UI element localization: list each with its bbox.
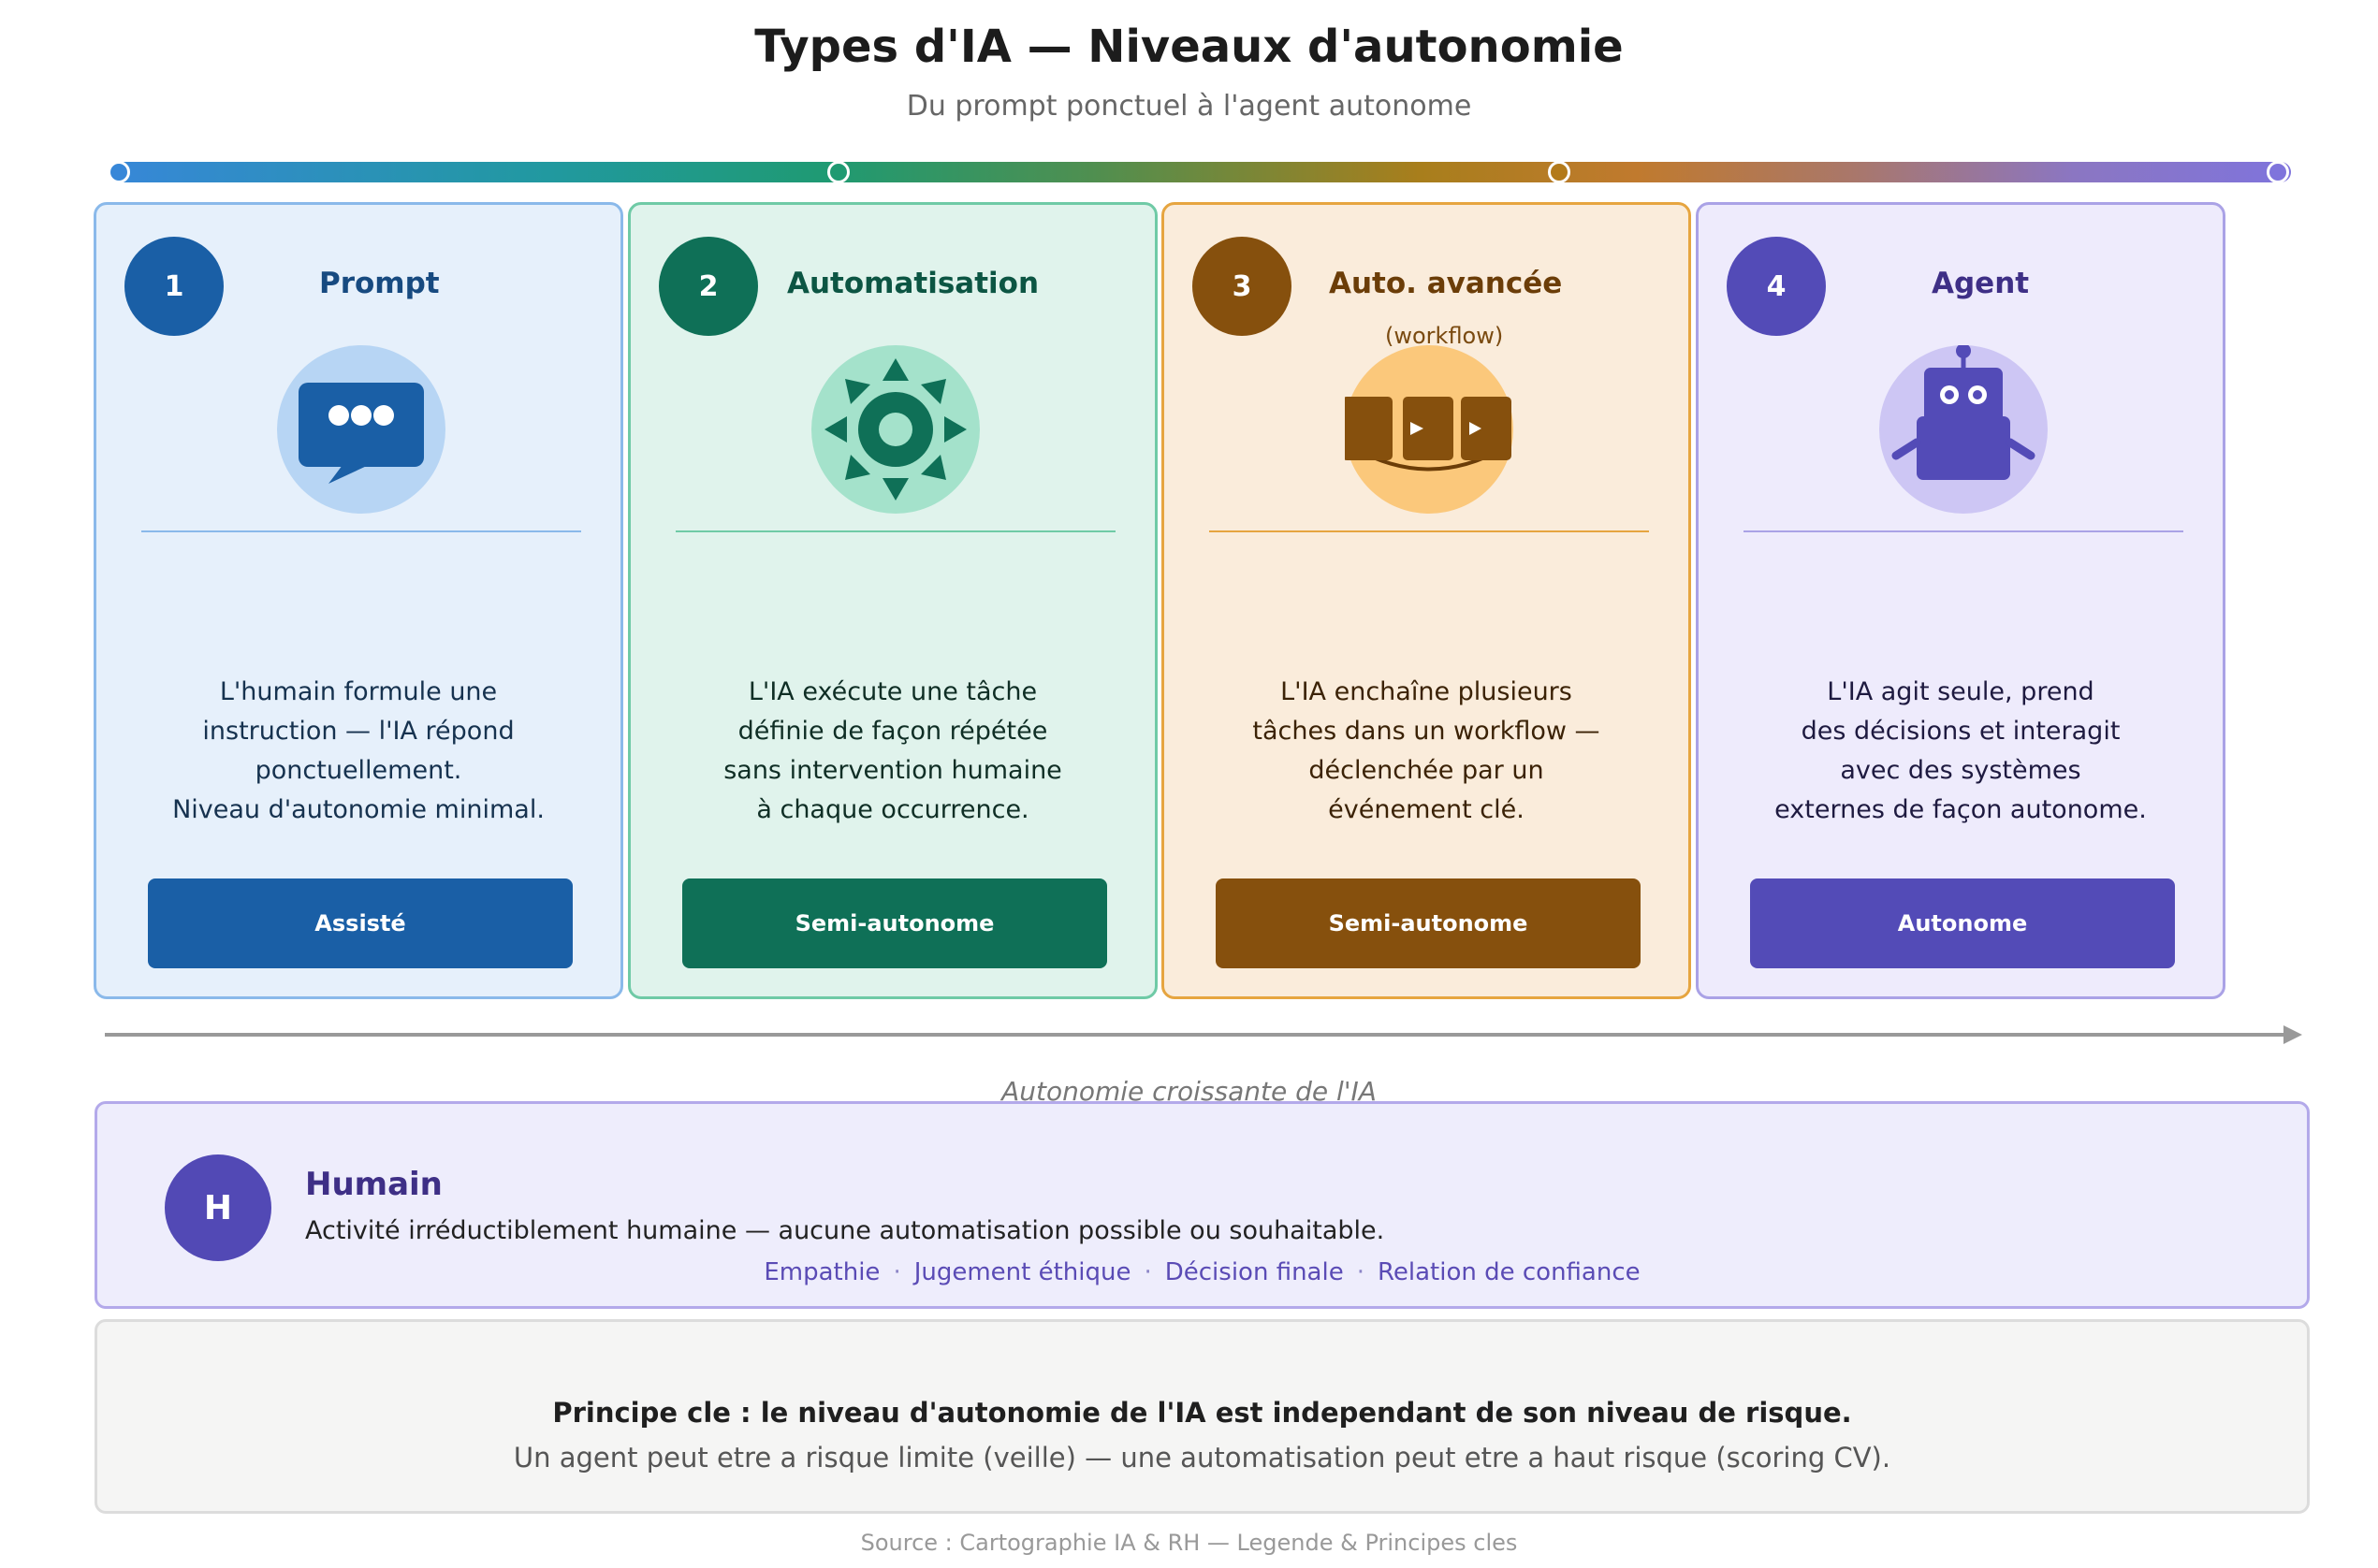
card-divider bbox=[676, 530, 1116, 532]
keyword: Jugement éthique bbox=[913, 1258, 1131, 1286]
card-divider bbox=[141, 530, 581, 532]
desc-line: L'IA agit seule, prend bbox=[1827, 677, 2094, 706]
card-title: Auto. avancée bbox=[1329, 267, 1563, 300]
human-panel: H Humain Activité irréductiblement humai… bbox=[95, 1101, 2310, 1309]
card-agent: 4 Agent L'IA agit seule, prend des décis… bbox=[1696, 202, 2225, 999]
keyword-separator: · bbox=[1356, 1258, 1364, 1286]
desc-line: à chaque occurrence. bbox=[756, 795, 1029, 824]
timeline-dot-1 bbox=[108, 161, 130, 183]
human-description: Activité irréductiblement humaine — aucu… bbox=[305, 1216, 1385, 1245]
card-number-badge: 4 bbox=[1727, 237, 1826, 336]
principle-example: Un agent peut etre a risque limite (veil… bbox=[513, 1442, 1891, 1474]
card-number-badge: 2 bbox=[659, 237, 758, 336]
page-subtitle: Du prompt ponctuel à l'agent autonome bbox=[906, 90, 1472, 123]
human-keywords: Empathie · Jugement éthique · Décision final… bbox=[97, 1258, 2307, 1286]
desc-line: instruction — l'IA répond bbox=[202, 717, 515, 746]
principle-panel: Principe cle : le niveau d'autonomie de … bbox=[95, 1319, 2310, 1514]
card-automatisation: 2 Automatisation L'IA exécute une tâche … bbox=[628, 202, 1158, 999]
card-title: Agent bbox=[1932, 267, 2030, 300]
desc-line: L'IA enchaîne plusieurs bbox=[1280, 677, 1572, 706]
keyword: Décision finale bbox=[1164, 1258, 1344, 1286]
autonomy-level-badge: Assisté bbox=[148, 878, 573, 968]
keyword-separator: · bbox=[1144, 1258, 1152, 1286]
desc-line: externes de façon autonome. bbox=[1774, 795, 2147, 824]
timeline-dot-2 bbox=[827, 161, 850, 183]
autonomy-gradient-bar bbox=[110, 162, 2291, 182]
card-description: L'humain formule une instruction — l'IA … bbox=[115, 673, 602, 830]
desc-line: tâches dans un workflow — bbox=[1252, 717, 1600, 746]
desc-line: L'humain formule une bbox=[219, 677, 498, 706]
gear-icon bbox=[811, 345, 980, 514]
desc-line: sans intervention humaine bbox=[723, 756, 1062, 785]
card-number-badge: 3 bbox=[1192, 237, 1291, 336]
keyword: Relation de confiance bbox=[1377, 1258, 1641, 1286]
axis-arrow-icon bbox=[2283, 1025, 2302, 1044]
card-description: L'IA enchaîne plusieurs tâches dans un w… bbox=[1183, 673, 1670, 830]
human-title: Humain bbox=[305, 1166, 443, 1203]
principle-statement: Principe cle : le niveau d'autonomie de … bbox=[552, 1397, 1852, 1429]
keyword: Empathie bbox=[764, 1258, 881, 1286]
card-description: L'IA exécute une tâche définie de façon … bbox=[649, 673, 1136, 830]
keyword-separator: · bbox=[893, 1258, 901, 1286]
human-badge: H bbox=[165, 1154, 271, 1261]
desc-line: L'IA exécute une tâche bbox=[748, 677, 1038, 706]
desc-line: des décisions et interagit bbox=[1801, 717, 2121, 746]
desc-line: ponctuellement. bbox=[255, 756, 462, 785]
card-title: Automatisation bbox=[787, 267, 1040, 300]
workflow-icon bbox=[1345, 345, 1513, 514]
autonomy-level-badge: Autonome bbox=[1750, 878, 2175, 968]
desc-line: événement clé. bbox=[1328, 795, 1525, 824]
timeline-dot-4 bbox=[2267, 161, 2289, 183]
card-divider bbox=[1743, 530, 2183, 532]
card-description: L'IA agit seule, prend des décisions et … bbox=[1717, 673, 2204, 830]
card-subtitle: (workflow) bbox=[1385, 323, 1504, 349]
autonomy-level-badge: Semi-autonome bbox=[682, 878, 1107, 968]
card-divider bbox=[1209, 530, 1649, 532]
chat-bubble-icon bbox=[277, 345, 445, 514]
card-title: Prompt bbox=[319, 267, 440, 300]
timeline-dot-3 bbox=[1548, 161, 1570, 183]
card-number-badge: 1 bbox=[124, 237, 224, 336]
autonomy-axis-line bbox=[105, 1033, 2285, 1037]
source-note: Source : Cartographie IA & RH — Legende … bbox=[860, 1530, 1518, 1556]
autonomy-level-badge: Semi-autonome bbox=[1216, 878, 1641, 968]
robot-icon bbox=[1879, 345, 2048, 514]
desc-line: Niveau d'autonomie minimal. bbox=[172, 795, 545, 824]
desc-line: avec des systèmes bbox=[1840, 756, 2081, 785]
card-auto-avancee: 3 Auto. avancée (workflow) L'IA enchaîne… bbox=[1161, 202, 1691, 999]
desc-line: déclenchée par un bbox=[1308, 756, 1544, 785]
page-title: Types d'IA — Niveaux d'autonomie bbox=[754, 21, 1624, 73]
card-prompt: 1 Prompt L'humain formule une instructio… bbox=[94, 202, 623, 999]
desc-line: définie de façon répétée bbox=[737, 717, 1048, 746]
